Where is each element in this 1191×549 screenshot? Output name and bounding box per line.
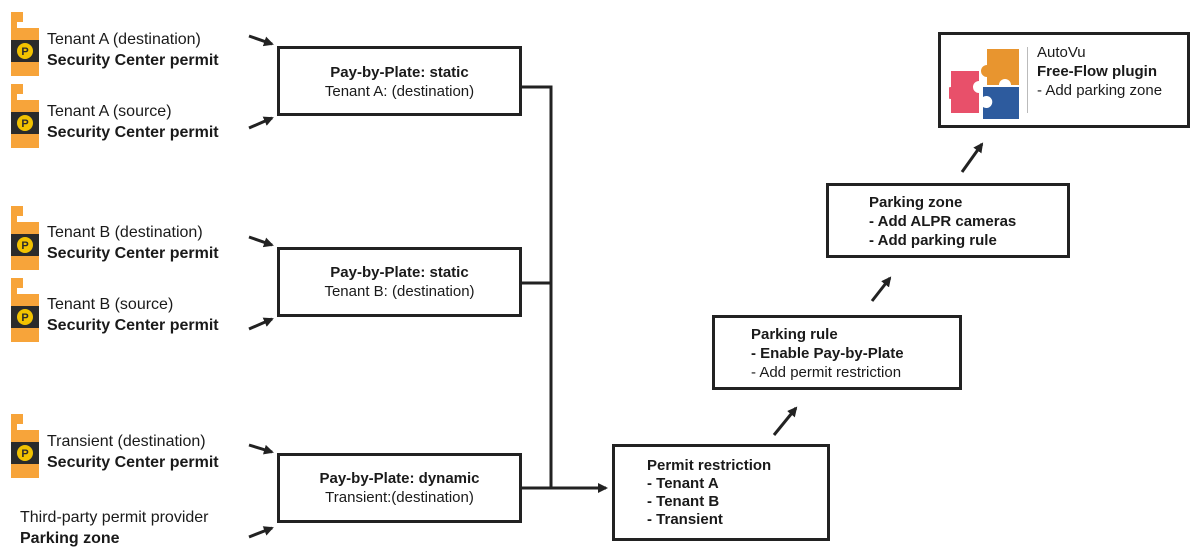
parking-zone-item: - Add ALPR cameras: [869, 213, 1017, 230]
parking-permit-icon: P: [11, 278, 39, 342]
autovu-text: AutoVu Free-Flow plugin - Add parking zo…: [1037, 43, 1162, 100]
parking-rule-title: Parking rule: [751, 326, 838, 343]
permit-restriction-item: - Tenant B: [647, 493, 720, 510]
source-line1: Tenant B (destination): [47, 224, 203, 241]
autovu-item: - Add parking zone: [1037, 82, 1163, 99]
arrow-tenant-b-dest: [248, 235, 274, 248]
source-line2: Security Center permit: [47, 52, 219, 69]
source-line2: Parking zone: [20, 530, 120, 547]
source-line2: Security Center permit: [47, 454, 219, 471]
bus-line-a: [521, 85, 553, 488]
source-tenant-b-source: Tenant B (source) Security Center permit: [47, 294, 219, 336]
parking-permit-icon: P: [11, 84, 39, 148]
source-tenant-a-destination: Tenant A (destination) Security Center p…: [47, 29, 219, 71]
source-tenant-a-source: Tenant A (source) Security Center permit: [47, 101, 219, 143]
parking-zone-box: Parking zone - Add ALPR cameras - Add pa…: [826, 183, 1070, 258]
parking-permit-icon: P: [11, 206, 39, 270]
arrow-transient-dest: [248, 443, 274, 455]
pbp-box-tenant-a: Pay-by-Plate: static Tenant A: (destinat…: [277, 46, 522, 116]
svg-text:P: P: [21, 240, 28, 252]
parking-zone-title: Parking zone: [869, 194, 963, 211]
pbp-title: Pay-by-Plate: static: [330, 64, 469, 81]
source-line1: Third-party permit provider: [20, 509, 209, 526]
autovu-title: AutoVu: [1037, 44, 1086, 61]
arrow-tenant-b-source: [248, 317, 274, 331]
source-transient-destination: Transient (destination) Security Center …: [47, 431, 219, 473]
pbp-title: Pay-by-Plate: dynamic: [319, 470, 480, 487]
pbp-subtitle: Tenant A: (destination): [324, 83, 475, 100]
parking-rule-item: - Add permit restriction: [751, 364, 902, 381]
source-line2: Security Center permit: [47, 245, 219, 262]
source-line1: Tenant B (source): [47, 296, 174, 313]
parking-permit-icon: P: [11, 414, 39, 478]
parking-zone-item: - Add parking rule: [869, 232, 997, 249]
arrow-third-party: [248, 526, 274, 539]
arrow-to-autovu: [960, 142, 984, 173]
autovu-subtitle: Free-Flow plugin: [1037, 63, 1157, 80]
source-third-party: Third-party permit provider Parking zone: [20, 507, 209, 549]
arrow-tenant-a-source: [248, 116, 274, 130]
pbp-title: Pay-by-Plate: static: [330, 264, 469, 281]
arrow-to-parking-rule: [772, 406, 798, 436]
svg-text:P: P: [21, 46, 28, 58]
source-line1: Transient (destination): [47, 433, 206, 450]
permit-restriction-item: - Tenant A: [647, 475, 719, 492]
permit-restriction-title: Permit restriction: [647, 457, 772, 474]
puzzle-plugin-icon: [949, 49, 1019, 119]
source-tenant-b-destination: Tenant B (destination) Security Center p…: [47, 222, 219, 264]
arrow-to-parking-zone: [870, 276, 892, 302]
svg-text:P: P: [21, 118, 28, 130]
source-line1: Tenant A (destination): [47, 31, 201, 48]
source-line1: Tenant A (source): [47, 103, 172, 120]
autovu-divider: [1027, 47, 1028, 113]
permit-restriction-item: - Transient: [647, 511, 723, 528]
pbp-subtitle: Tenant B: (destination): [324, 283, 475, 300]
pbp-box-transient: Pay-by-Plate: dynamic Transient:(destina…: [277, 453, 522, 523]
parking-rule-item: - Enable Pay-by-Plate: [751, 345, 904, 362]
parking-permit-icon: P: [11, 12, 39, 76]
pbp-subtitle: Transient:(destination): [325, 489, 474, 506]
svg-text:P: P: [21, 312, 28, 324]
permit-restriction-box: Permit restriction - Tenant A - Tenant B…: [612, 444, 830, 541]
parking-rule-box: Parking rule - Enable Pay-by-Plate - Add…: [712, 315, 962, 390]
source-line2: Security Center permit: [47, 124, 219, 141]
pbp-box-tenant-b: Pay-by-Plate: static Tenant B: (destinat…: [277, 247, 522, 317]
source-line2: Security Center permit: [47, 317, 219, 334]
arrow-tenant-a-dest: [248, 34, 274, 47]
svg-text:P: P: [21, 448, 28, 460]
autovu-box: AutoVu Free-Flow plugin - Add parking zo…: [938, 32, 1190, 128]
